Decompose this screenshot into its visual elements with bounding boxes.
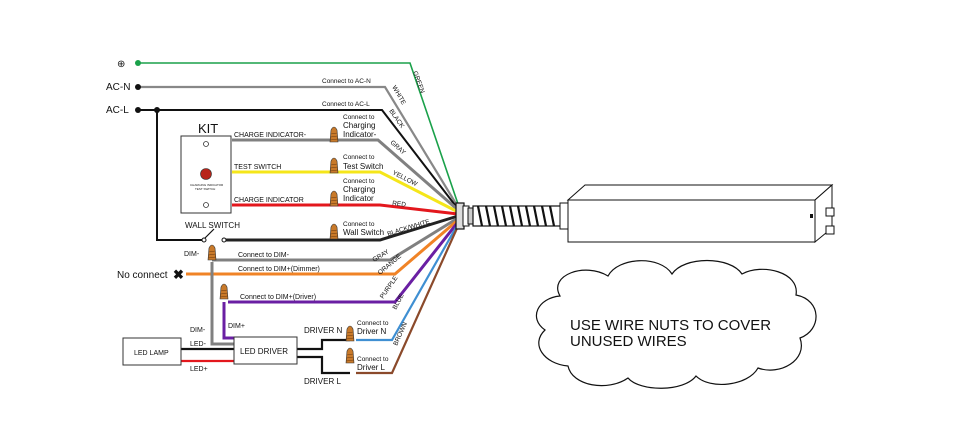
ac-l-junction <box>154 107 160 113</box>
blue-driver-n-wire <box>356 223 459 342</box>
led-driver-label: LED DRIVER <box>240 347 288 356</box>
ground-terminal <box>135 60 141 66</box>
nut-label-driver-n-2: Driver N <box>357 327 387 336</box>
dim-neg-2-label: DIM- <box>190 327 206 334</box>
black-acl-wire <box>138 109 459 210</box>
wire-label-black-white: BLACK/WHITE <box>387 218 432 238</box>
connect-dim-driver-label: Connect to DIM+(Driver) <box>240 294 316 301</box>
wire-label-blue: BLUE <box>392 292 406 311</box>
wire-nut-dim-driver-icon <box>219 283 229 300</box>
emergency-ballast-unit-icon <box>559 183 835 244</box>
yellow-test-switch-wire <box>232 170 459 214</box>
dim-neg-drop-wire <box>210 262 234 346</box>
connect-dim-dimmer-label: Connect to DIM+(Dimmer) <box>238 266 320 273</box>
dim-pos-label: DIM+ <box>228 323 245 330</box>
purple-driver-dim-wire <box>228 221 460 304</box>
nut-label-driver-n-1: Connect to <box>357 320 389 327</box>
led-lamp-box <box>122 337 182 366</box>
no-connect-label: No connect <box>117 270 168 281</box>
kit-tiny-label-2: TEST SWITCH <box>195 187 215 191</box>
wall-switch-label: WALL SWITCH <box>185 221 240 230</box>
flex-conduit-icon <box>472 205 562 227</box>
connect-acn-label: Connect to AC-N <box>322 78 371 85</box>
connector-icon <box>455 202 474 230</box>
wire-nut-test-switch-icon <box>329 157 339 174</box>
driver-n-black-wire <box>297 338 350 351</box>
cloud-note-shape <box>535 259 817 389</box>
led-pos-label: LED+ <box>190 366 208 373</box>
dim-pos-drop-wire <box>222 302 234 340</box>
wire-nut-driver-l-icon <box>345 347 355 364</box>
wall-switch-contact-right <box>221 237 227 243</box>
green-ground-wire <box>138 62 459 205</box>
cloud-note-line-2: UNUSED WIRES <box>570 333 687 350</box>
nut-label-test-switch-1: Connect to <box>343 154 375 161</box>
gray-dim-neg-wire <box>212 216 459 262</box>
nut-label-charging-3: Indicator <box>343 194 374 203</box>
charge-indicator-label: CHARGE INDICATOR <box>234 197 304 204</box>
nut-label-charging-2: Charging <box>343 185 375 194</box>
black-white-wall-switch-wire <box>226 214 459 242</box>
nut-label-test-switch-2: Test Switch <box>343 162 383 171</box>
nut-label-driver-l-2: Driver L <box>357 363 386 372</box>
wire-label-red: RED <box>392 200 407 209</box>
cloud-note-line-1: USE WIRE NUTS TO COVER <box>570 317 771 334</box>
wire-nut-charging-neg-icon <box>329 126 339 143</box>
test-switch-label: TEST SWITCH <box>234 164 281 171</box>
no-connect-x-icon: ✖ <box>173 267 184 282</box>
led-driver-box <box>233 336 298 365</box>
dim-neg-label: DIM- <box>184 251 200 258</box>
driver-l-black-wire <box>297 355 350 375</box>
nut-label-charging-1: Connect to <box>343 178 375 185</box>
gray-charging-neg-wire <box>232 138 459 212</box>
red-charging-wire <box>232 203 459 216</box>
white-acn-wire <box>138 85 459 208</box>
orange-dimmer-wire <box>186 218 459 276</box>
driver-n-label: DRIVER N <box>304 326 342 335</box>
nut-label-charging-neg-2: Charging <box>343 121 375 130</box>
nut-label-wall-switch-1: Connect to <box>343 221 375 228</box>
led-lamp-label: LED LAMP <box>134 350 169 357</box>
wall-switch-contact-left <box>201 237 207 243</box>
wire-nut-charging-icon <box>329 190 339 207</box>
connect-acl-label: Connect to AC-L <box>322 101 370 108</box>
wire-nut-dim-neg-icon <box>207 244 217 261</box>
wire-label-green: GREEN <box>411 70 426 94</box>
ac-n-terminal <box>135 84 141 90</box>
wire-nut-driver-n-icon <box>345 325 355 342</box>
charge-indicator-neg-label: CHARGE INDICATOR- <box>234 132 307 139</box>
wall-switch-lever <box>204 228 215 239</box>
kit-tiny-label-1: CHARGING INDICATOR <box>190 183 224 187</box>
ac-l-terminal <box>135 107 141 113</box>
led-neg-label: LED- <box>190 341 207 348</box>
nut-label-charging-neg-3: Indicator- <box>343 130 377 139</box>
kit-led-indicator-icon <box>200 168 212 180</box>
wire-label-gray: GRAY <box>389 139 408 157</box>
nut-label-charging-neg-1: Connect to <box>343 114 375 121</box>
ground-symbol: ⊕ <box>117 59 125 70</box>
wire-label-white: WHITE <box>390 85 407 107</box>
acl-to-wall-switch-wire <box>156 110 202 241</box>
connect-dim-neg-label: Connect to DIM- <box>238 252 290 259</box>
wire-nut-wall-switch-icon <box>329 223 339 240</box>
nut-label-driver-l-1: Connect to <box>357 356 389 363</box>
kit-title: KIT <box>198 121 218 136</box>
driver-l-label: DRIVER L <box>304 377 341 386</box>
ac-n-label: AC-N <box>106 82 130 93</box>
ac-l-label: AC-L <box>106 105 129 116</box>
kit-screw-top-icon <box>203 141 209 147</box>
nut-label-wall-switch-2: Wall Switch <box>343 228 384 237</box>
kit-screw-bottom-icon <box>203 202 209 208</box>
brown-driver-l-wire <box>356 225 460 375</box>
